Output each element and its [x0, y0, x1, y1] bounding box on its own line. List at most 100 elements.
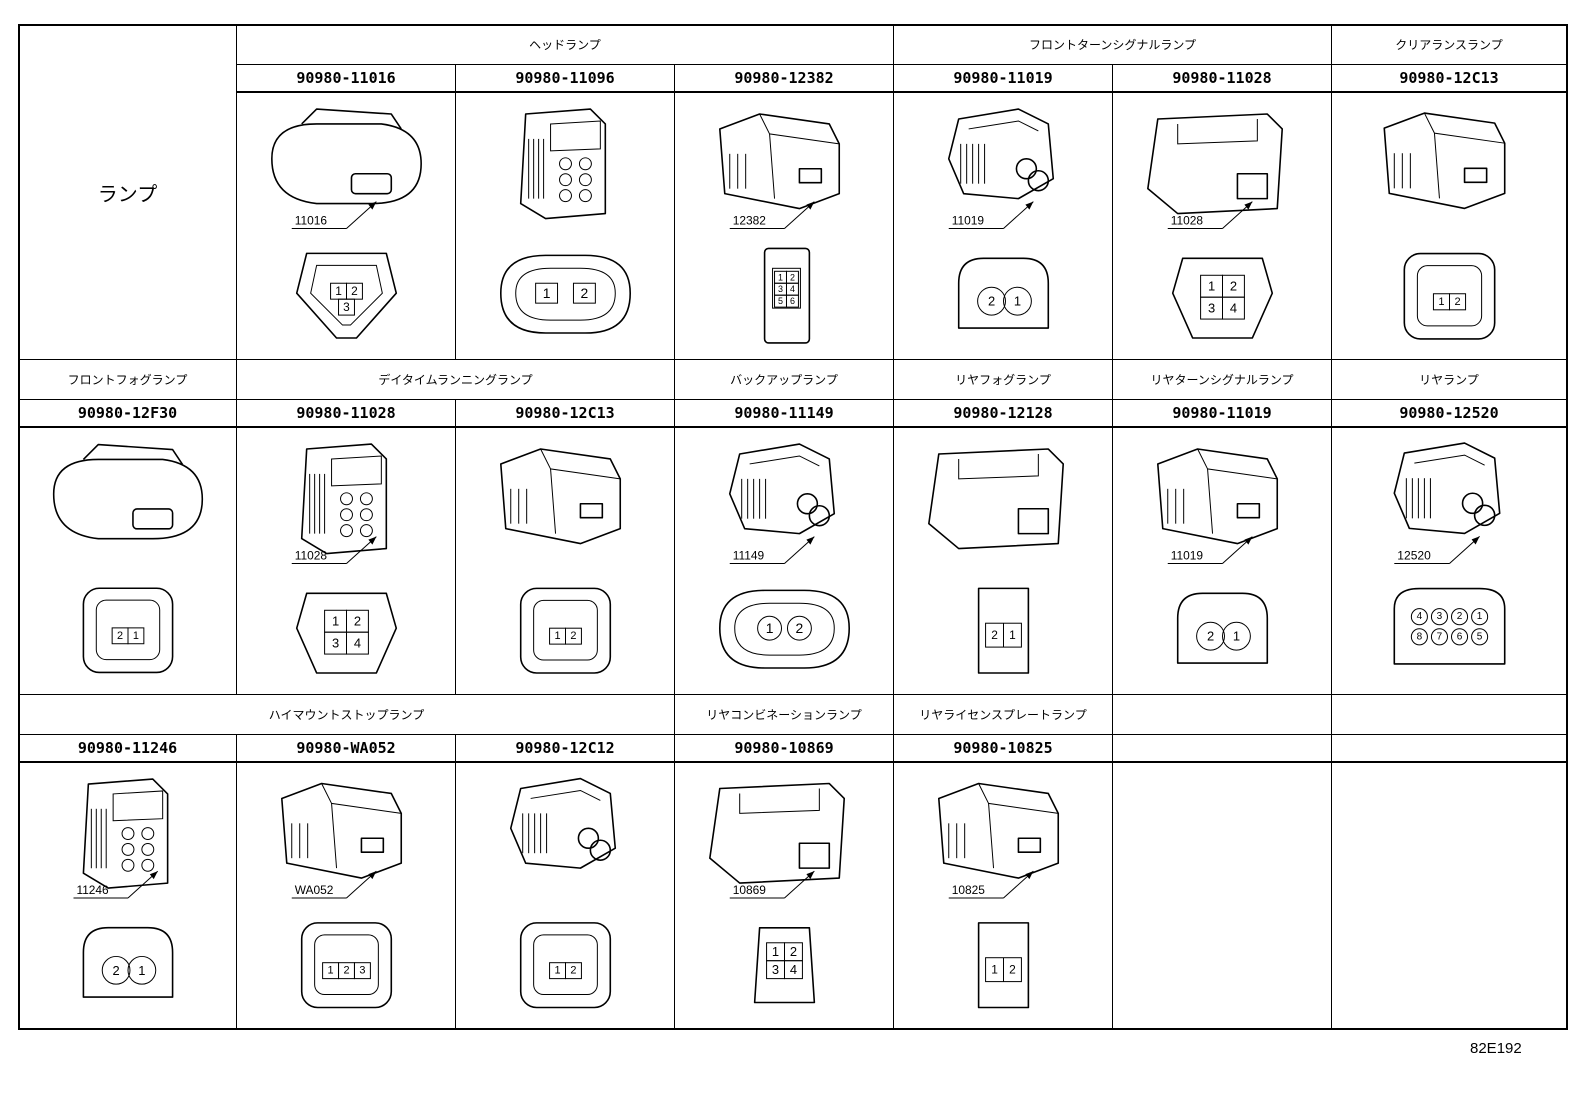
part-number: 90980-11028 — [237, 400, 456, 428]
terminal-number: 3 — [359, 965, 365, 977]
terminal-number: 1 — [1208, 279, 1215, 294]
terminal-number: 1 — [554, 630, 560, 642]
group-label: クリアランスランプ — [1332, 25, 1567, 65]
terminal-number: 2 — [1009, 963, 1016, 977]
connector-housing — [280, 782, 403, 879]
group-label: リヤターンシグナルランプ — [1113, 360, 1332, 400]
terminal-number: 7 — [1437, 631, 1443, 642]
callout-label: 11028 — [295, 549, 328, 563]
terminal-number: 3 — [343, 300, 350, 314]
group-label: ハイマウントストップランプ — [19, 695, 675, 735]
part-number: 90980-12C13 — [1332, 65, 1567, 93]
terminal-number: 1 — [328, 965, 334, 977]
connector-housing — [947, 108, 1055, 200]
group-label: ヘッドランプ — [237, 25, 894, 65]
terminal-number: 1 — [1233, 629, 1240, 644]
terminal-number: 2 — [343, 965, 349, 977]
part-callout: 11149 — [729, 536, 815, 564]
group-label — [1332, 695, 1567, 735]
terminal-number: 2 — [581, 285, 589, 301]
figure-id: 82E192 — [1470, 1040, 1522, 1057]
terminal-number: 1 — [335, 284, 342, 298]
connector-housing — [928, 448, 1065, 550]
part-number: 90980-11246 — [19, 735, 237, 763]
part-number: 90980-12C12 — [456, 735, 675, 763]
terminal-number: 8 — [1417, 631, 1423, 642]
connector-housing — [728, 443, 836, 535]
callout-label: 11149 — [733, 549, 765, 563]
part-callout: 10869 — [729, 870, 815, 899]
terminal-number: 1 — [766, 620, 774, 636]
part-number: 90980-12F30 — [19, 400, 237, 428]
part-callout: 11019 — [1167, 536, 1253, 564]
terminal-number: 1 — [1014, 294, 1021, 309]
connector-housing — [1393, 442, 1501, 535]
part-callout: 11019 — [948, 201, 1034, 229]
callout-label: WA052 — [295, 883, 334, 897]
part-number: 90980-12C13 — [456, 400, 675, 428]
terminal-number: 1 — [1438, 296, 1444, 308]
terminal-number: 2 — [570, 630, 576, 642]
callout-label: 10869 — [733, 883, 767, 897]
connector-housing — [499, 448, 622, 545]
terminal-number: 2 — [991, 628, 998, 642]
terminal-number: 4 — [1417, 611, 1423, 622]
terminal-number: 1 — [543, 285, 551, 301]
connector-housing — [82, 778, 169, 889]
group-label: リヤランプ — [1332, 360, 1567, 400]
connector-drawing — [1113, 763, 1332, 1029]
terminal-number: 1 — [1477, 611, 1483, 622]
connector-housing — [52, 443, 204, 540]
part-number: 90980-11019 — [894, 65, 1113, 93]
group-label: フロントターンシグナルランプ — [894, 25, 1332, 65]
part-number: 90980-12128 — [894, 400, 1113, 428]
terminal-number: 2 — [790, 272, 795, 282]
group-label: リヤライセンスプレートランプ — [894, 695, 1113, 735]
connector-housing — [519, 108, 607, 220]
part-number: 90980-12382 — [675, 65, 894, 93]
callout-label: 11016 — [295, 214, 328, 228]
part-number: 90980-12520 — [1332, 400, 1567, 428]
row-header-lamp: ランプ — [19, 25, 237, 360]
terminal-number: 1 — [332, 614, 339, 629]
terminal-number: 5 — [1477, 631, 1483, 642]
terminal-number: 1 — [772, 944, 779, 959]
part-callout: 12520 — [1394, 536, 1480, 565]
part-number: 90980-11149 — [675, 400, 894, 428]
terminal-number: 2 — [790, 944, 797, 959]
part-number — [1332, 735, 1567, 763]
terminal-number: 2 — [354, 614, 361, 629]
callout-label: 11019 — [1171, 549, 1204, 563]
terminal-number: 1 — [554, 965, 560, 977]
group-label: バックアップランプ — [675, 360, 894, 400]
callout-label: 11246 — [76, 883, 109, 897]
connector-housing — [1156, 448, 1279, 545]
